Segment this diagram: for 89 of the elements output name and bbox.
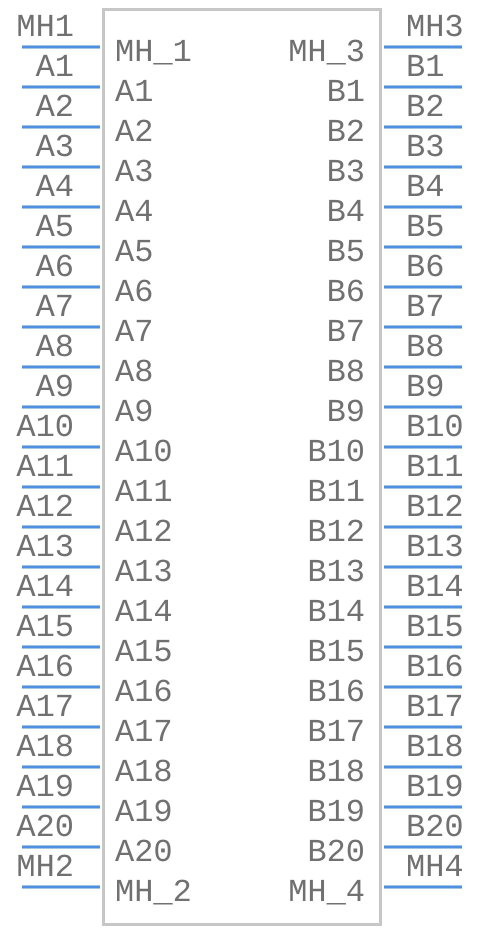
pin-number: B11 [406,451,464,485]
pin-number: A18 [16,731,74,765]
pin-number: B15 [406,611,464,645]
pin-number: B19 [406,771,464,805]
pin-number: A2 [36,91,74,125]
pin-number: B9 [406,371,444,405]
pin-number: A19 [16,771,74,805]
pin-name: A15 [115,636,173,670]
pin-name: A6 [115,276,154,310]
pin-number: B14 [406,571,464,605]
pin-number: MH2 [16,851,74,885]
pin-name: B15 [307,636,365,670]
pin-number: B18 [406,731,464,765]
pin-name: B6 [326,276,365,310]
pin-name: A9 [115,396,154,430]
pin-name: B13 [307,556,365,590]
pin-number: B1 [406,51,444,85]
pin-name: B20 [307,836,365,870]
pin-number: A3 [36,131,74,165]
pin-number: A6 [36,251,74,285]
pin-name: A2 [115,116,154,150]
pin-name: B16 [307,676,365,710]
pin-name: B18 [307,756,365,790]
pin-name: B19 [307,796,365,830]
pin-number: B7 [406,291,444,325]
pin-number: B17 [406,691,464,725]
pin-name: A17 [115,716,173,750]
pin-name: MH_2 [115,876,192,910]
pin-number: MH4 [406,851,464,885]
pin-number: B13 [406,531,464,565]
pin-number: A9 [36,371,74,405]
pin-number: A10 [16,411,74,445]
pin-number: A7 [36,291,74,325]
pin-name: B2 [326,116,365,150]
pin-number: A17 [16,691,74,725]
connector-body [102,8,382,926]
pin-name: A16 [115,676,173,710]
pin-number: B10 [406,411,464,445]
pin-number: B3 [406,131,444,165]
pin-number: B8 [406,331,444,365]
pin-number: A16 [16,651,74,685]
pin-number: A20 [16,811,74,845]
pin-name: MH_3 [288,36,365,70]
pin-number: A15 [16,611,74,645]
pin-number: B20 [406,811,464,845]
pin-name: B5 [326,236,365,270]
pin-number: B2 [406,91,444,125]
pin-name: A7 [115,316,154,350]
pin-name: A1 [115,76,154,110]
pin-number: B16 [406,651,464,685]
pin-name: A3 [115,156,154,190]
pin-number: A1 [36,51,74,85]
pin-name: B3 [326,156,365,190]
pin-name: B4 [326,196,365,230]
pin-number: A12 [16,491,74,525]
pin-name: B9 [326,396,365,430]
pin-name: A11 [115,476,173,510]
pin-name: B7 [326,316,365,350]
pin-number: A8 [36,331,74,365]
pin-number: A4 [36,171,74,205]
pin-name: B8 [326,356,365,390]
pin-name: MH_4 [288,876,365,910]
pin-number: B4 [406,171,444,205]
pin-name: A4 [115,196,154,230]
pin-name: B17 [307,716,365,750]
pin-name: A12 [115,516,173,550]
pin-name: B11 [307,476,365,510]
pin-name: MH_1 [115,36,192,70]
pin-number: A11 [16,451,74,485]
pin-number: B6 [406,251,444,285]
pin-name: A10 [115,436,173,470]
pin-name: A19 [115,796,173,830]
pin-number: MH1 [16,11,74,45]
pin-number: A14 [16,571,74,605]
pin-number: B5 [406,211,444,245]
pin-name: A8 [115,356,154,390]
pin-name: B10 [307,436,365,470]
pin-name: B1 [326,76,365,110]
pin-name: A13 [115,556,173,590]
pin-name: A5 [115,236,154,270]
pin-number: A5 [36,211,74,245]
pin-number: A13 [16,531,74,565]
pin-name: A18 [115,756,173,790]
pin-name: B12 [307,516,365,550]
pin-number: B12 [406,491,464,525]
pin-name: A14 [115,596,173,630]
pin-name: A20 [115,836,173,870]
pin-name: B14 [307,596,365,630]
pin-number: MH3 [406,11,464,45]
